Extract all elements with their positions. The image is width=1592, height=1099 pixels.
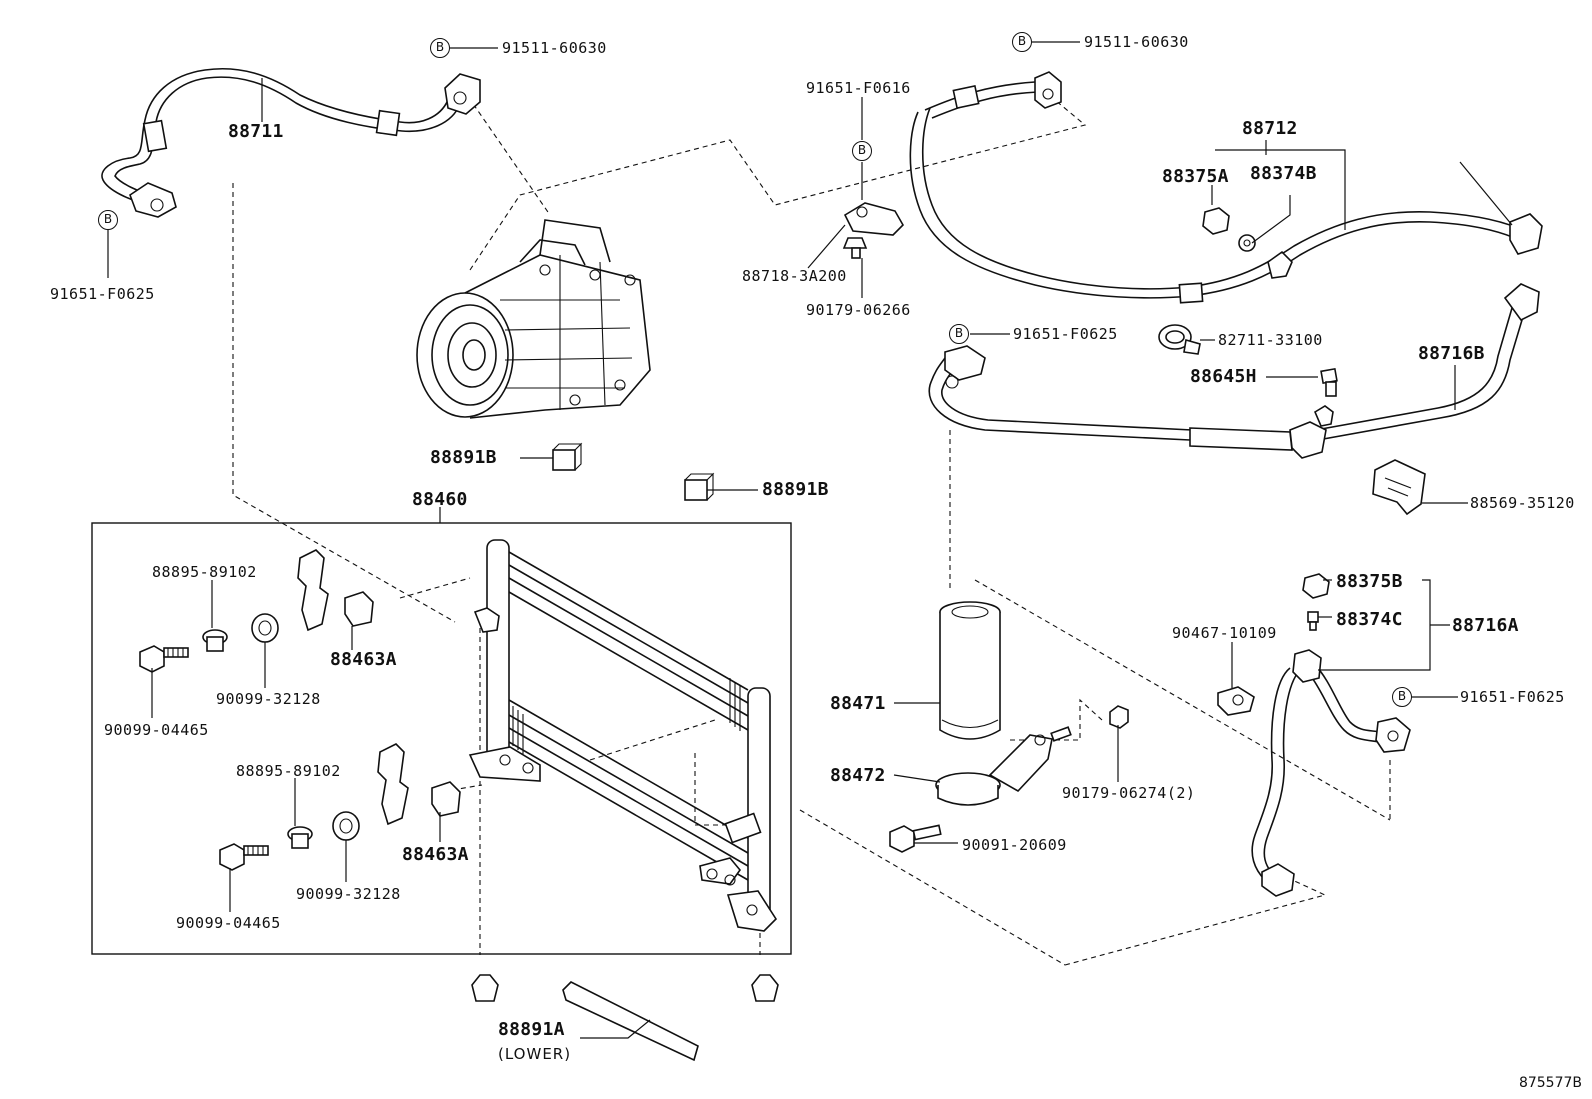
- clip-88463a-upper: [344, 591, 374, 627]
- grommet-90099-32128-lower: [332, 811, 360, 841]
- bolt-90099-04465-upper: [139, 645, 189, 673]
- collar-88895-upper: [202, 629, 228, 652]
- cap-88375a: [1202, 207, 1230, 235]
- label-88471: 88471: [830, 693, 886, 714]
- condenser-88460: [468, 539, 778, 932]
- collar-88895-lower: [287, 826, 313, 849]
- label-88891b-b: 88891B: [762, 479, 829, 500]
- label-88645h: 88645H: [1190, 366, 1257, 387]
- label-88716b: 88716B: [1418, 343, 1485, 364]
- liquid-tube-88716b: [928, 283, 1540, 459]
- bubble-b-top-right: B: [1012, 32, 1032, 52]
- label-90099-04465-lower: 90099-04465: [176, 914, 281, 932]
- clamp-82711: [1158, 324, 1201, 355]
- bubble-b-center: B: [852, 141, 872, 161]
- figure-reference: 875577B: [1518, 1075, 1582, 1091]
- label-88375b: 88375B: [1336, 571, 1403, 592]
- leader-lines: [107, 41, 1513, 1039]
- label-91511-60630-right: 91511-60630: [1084, 33, 1189, 51]
- discharge-hose-88711: [101, 67, 481, 218]
- bubble-b-left: B: [98, 210, 118, 230]
- bracket-88895-upper: [297, 549, 329, 632]
- clip-88463a-lower: [431, 781, 461, 817]
- label-88463a-upper: 88463A: [330, 649, 397, 670]
- cushion-88891b-b: [684, 472, 715, 501]
- label-88895-89102-upper: 88895-89102: [152, 563, 257, 581]
- bubble-b-lower-right: B: [1392, 687, 1412, 707]
- condenser-group-box: [91, 522, 792, 955]
- label-90179-06266: 90179-06266: [806, 301, 911, 319]
- suction-hose-88712: [909, 71, 1543, 304]
- liquid-tube-88716a: [1251, 649, 1411, 897]
- label-91511-60630-left: 91511-60630: [502, 39, 607, 57]
- bolt-90099-04465-lower: [219, 843, 269, 871]
- bubble-b-mid-right: B: [949, 324, 969, 344]
- label-88891a: 88891A: [498, 1019, 565, 1040]
- switch-90467-10109: [1217, 686, 1255, 716]
- valve-core-88374b: [1238, 234, 1256, 252]
- label-90179-06274-2: 90179-06274(2): [1062, 784, 1196, 802]
- bracket-88569: [1372, 459, 1426, 516]
- compressor: [416, 219, 651, 419]
- label-91651-f0625-mid: 91651-F0625: [1013, 325, 1118, 343]
- pressure-switch-88645h: [1320, 367, 1338, 397]
- grommet-90099-32128-upper: [251, 613, 279, 643]
- label-88460: 88460: [412, 489, 468, 510]
- label-91651-f0625-right: 91651-F0625: [1460, 688, 1565, 706]
- mount-bushing-right: [751, 974, 779, 1002]
- bracket-88718: [842, 202, 904, 259]
- label-88716a: 88716A: [1452, 615, 1519, 636]
- assembly-dashed-lines: [232, 81, 1391, 966]
- label-88472: 88472: [830, 765, 886, 786]
- label-88718-3a200: 88718-3A200: [742, 267, 847, 285]
- label-88711: 88711: [228, 121, 284, 142]
- cap-88375b: [1302, 573, 1330, 599]
- label-91651-f0625-left: 91651-F0625: [50, 285, 155, 303]
- label-88374c: 88374C: [1336, 609, 1403, 630]
- cushion-88891b-a: [552, 442, 583, 471]
- bracket-88472: [935, 726, 1072, 806]
- label-lower-note: (LOWER): [498, 1045, 572, 1063]
- nut-90179-06274: [1109, 705, 1129, 729]
- label-82711-33100: 82711-33100: [1218, 331, 1323, 349]
- label-90099-04465-upper: 90099-04465: [104, 721, 209, 739]
- valve-core-88374c: [1307, 611, 1319, 631]
- label-88712: 88712: [1242, 118, 1298, 139]
- label-91651-f0616: 91651-F0616: [806, 79, 911, 97]
- label-90099-32128-upper: 90099-32128: [216, 690, 321, 708]
- bubble-b-top-left: B: [430, 38, 450, 58]
- bracket-88895-lower: [377, 743, 409, 826]
- label-90099-32128-lower: 90099-32128: [296, 885, 401, 903]
- mount-bushing-left: [471, 974, 499, 1002]
- label-88569-35120: 88569-35120: [1470, 494, 1575, 512]
- label-90091-20609: 90091-20609: [962, 836, 1067, 854]
- bolt-90091-20609: [889, 824, 942, 853]
- receiver-88471: [939, 601, 1001, 740]
- label-88375a: 88375A: [1162, 166, 1229, 187]
- label-90467-10109: 90467-10109: [1172, 624, 1277, 642]
- label-88891b-a: 88891B: [430, 447, 497, 468]
- label-88463a-lower: 88463A: [402, 844, 469, 865]
- label-88895-89102-lower: 88895-89102: [236, 762, 341, 780]
- label-88374b: 88374B: [1250, 163, 1317, 184]
- cushion-88891a: [562, 981, 699, 1062]
